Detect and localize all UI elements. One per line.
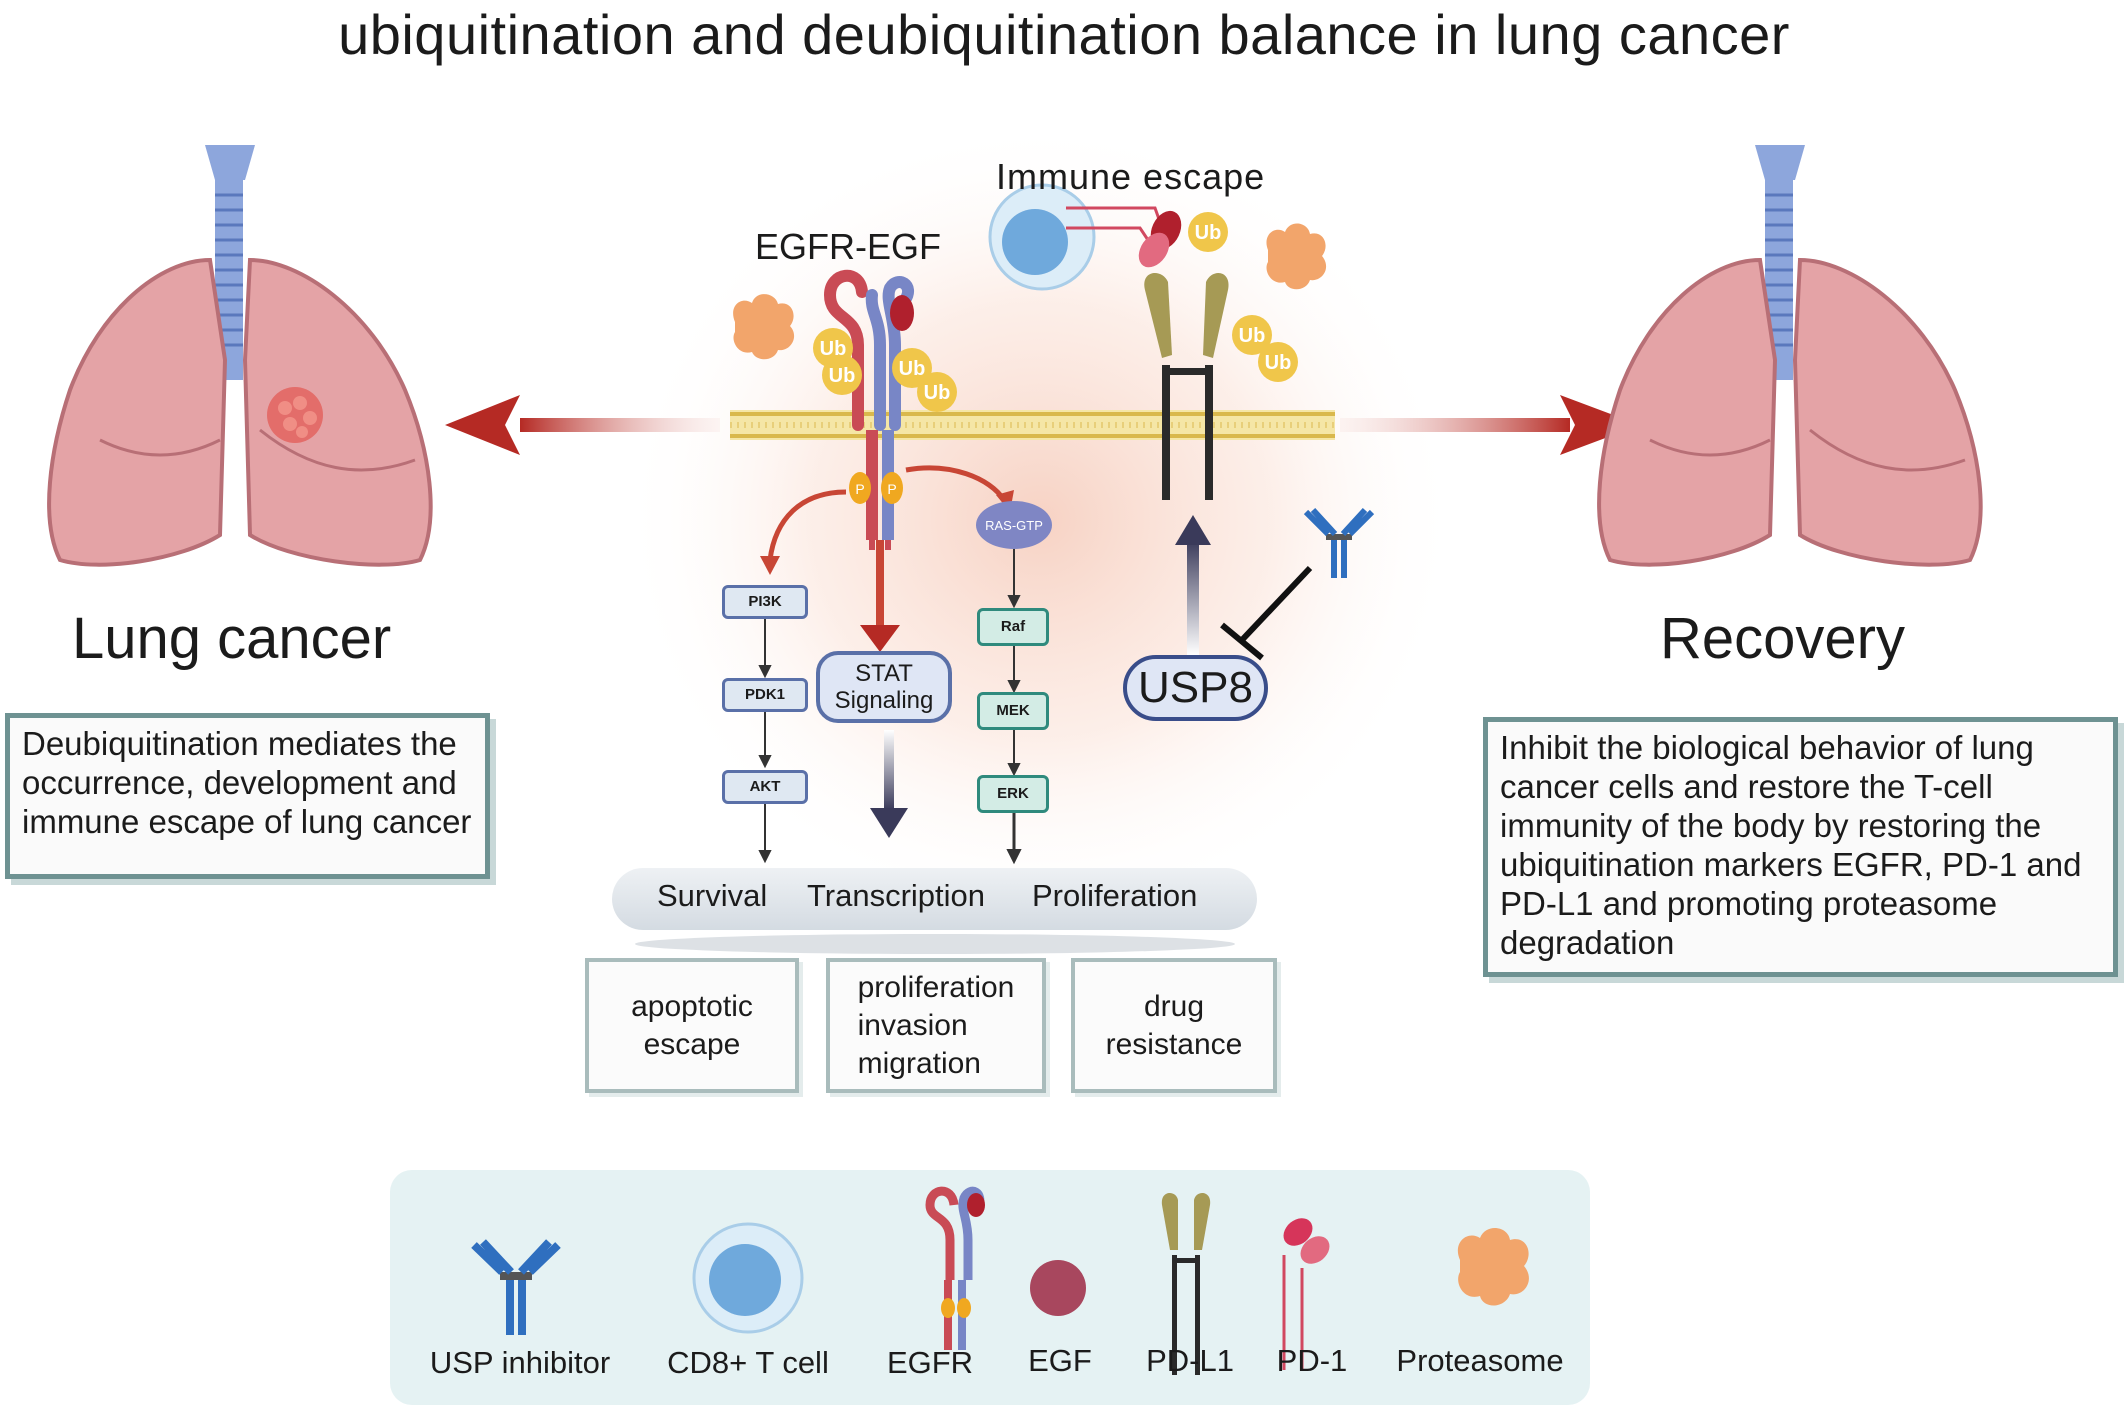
- healthy-lung-icon: [1597, 257, 1983, 567]
- svg-text:Ub: Ub: [924, 382, 951, 404]
- ub-tags-egfr: Ub Ub Ub Ub: [813, 328, 957, 412]
- legend-egf-icon: [1030, 1260, 1086, 1316]
- legend-cd8-t-cell-icon: [692, 1222, 804, 1334]
- ras-gtp-node: [976, 501, 1052, 549]
- outputs-bar: [612, 868, 1257, 930]
- svg-text:P: P: [855, 481, 864, 497]
- legend-usp-inhibitor-icon: [471, 1239, 561, 1335]
- usp8-inhibition-line: [1220, 565, 1313, 661]
- egfr-to-stat-arrow: [860, 540, 900, 652]
- stat-label: STAT: [855, 660, 913, 687]
- lung-cancer-note: Deubiquitination mediates the occurrence…: [5, 713, 490, 879]
- egfr-egf-label: EGFR-EGF: [755, 226, 941, 267]
- left-lung-icon: [47, 257, 433, 567]
- ras-cascade-arrows: [1006, 545, 1022, 865]
- lung-cancer-label: Lung cancer: [72, 606, 392, 671]
- akt-node: AKT: [722, 770, 808, 804]
- legend-label-usp-inhibitor: USP inhibitor: [429, 1345, 611, 1380]
- usp8-node: USP8: [1123, 655, 1268, 721]
- legend-egfr-icon: [925, 1186, 985, 1350]
- egfr-receptor: [823, 269, 914, 550]
- svg-text:Ub: Ub: [1195, 222, 1222, 244]
- erk-node: ERK: [977, 775, 1049, 813]
- signaling-label: Signaling: [834, 687, 934, 714]
- usp-inhibitor-antibody: [1303, 507, 1375, 578]
- pi3k-node: PI3K: [722, 585, 808, 619]
- legend-label-pd-1: PD-1: [1276, 1343, 1348, 1378]
- diagram-title: ubiquitination and deubiquitination bala…: [338, 3, 1790, 66]
- svg-text:Ub: Ub: [1239, 325, 1266, 347]
- pdk1-node: PDK1: [722, 678, 808, 712]
- recovery-lung-illustration: [1597, 145, 1983, 567]
- legend-label-proteasome: Proteasome: [1396, 1343, 1564, 1378]
- lung-cancer-illustration: [47, 145, 433, 567]
- arrow-to-lung-cancer: [445, 395, 720, 455]
- cd8-t-cell: [988, 183, 1096, 291]
- transcription-label: Transcription: [807, 878, 986, 913]
- proteasome-right: [1266, 223, 1327, 290]
- cell-membrane: [730, 410, 1335, 440]
- svg-text:P: P: [887, 481, 896, 497]
- svg-text:Ub: Ub: [899, 358, 926, 380]
- legend-pd-1-icon: [1282, 1218, 1330, 1370]
- stat-to-transcription-arrow: [870, 730, 908, 838]
- svg-text:Ub: Ub: [829, 365, 856, 387]
- ras-gtp-label: RAS-GTP: [985, 518, 1043, 533]
- proteasome-left: [733, 294, 795, 360]
- egf-ligand: [890, 295, 914, 331]
- legend-pd-l1-icon: [1161, 1193, 1211, 1375]
- pd-1: Ub: [1066, 206, 1228, 268]
- recovery-note: Inhibit the biological behavior of lung …: [1483, 717, 2118, 977]
- immune-escape-label: Immune escape: [996, 156, 1266, 197]
- arrow-to-recovery: [1340, 395, 1640, 455]
- recovery-label: Recovery: [1660, 606, 1905, 671]
- egfr-to-pi3k-arrow: [767, 489, 847, 561]
- phospho-sites: P P: [849, 472, 903, 504]
- stat-signaling-node: STAT Signaling: [816, 651, 952, 723]
- survival-label: Survival: [657, 878, 768, 913]
- outputs-bar-shadow: [635, 934, 1235, 954]
- svg-text:Ub: Ub: [820, 338, 847, 360]
- legend-label-egf: EGF: [1028, 1343, 1092, 1378]
- raf-node: Raf: [977, 608, 1049, 646]
- pd-l1: Ub Ub: [1144, 272, 1298, 500]
- egfr-to-ras-arrow: [905, 465, 1007, 502]
- legend-proteasome-icon: [1457, 1228, 1529, 1306]
- mek-node: MEK: [977, 692, 1049, 730]
- legend-label-pd-l1: PD-L1: [1146, 1343, 1234, 1378]
- usp8-arrow-up: [1175, 515, 1211, 655]
- svg-text:Ub: Ub: [1265, 352, 1292, 374]
- pi3k-cascade-arrows: [758, 618, 772, 864]
- legend-label-cd8-t-cell: CD8+ T cell: [667, 1345, 829, 1380]
- legend-label-egfr: EGFR: [886, 1345, 974, 1380]
- proliferation-label: Proliferation: [1032, 878, 1198, 913]
- legend-icons: [471, 1186, 1529, 1375]
- tumor-icon: [267, 387, 323, 443]
